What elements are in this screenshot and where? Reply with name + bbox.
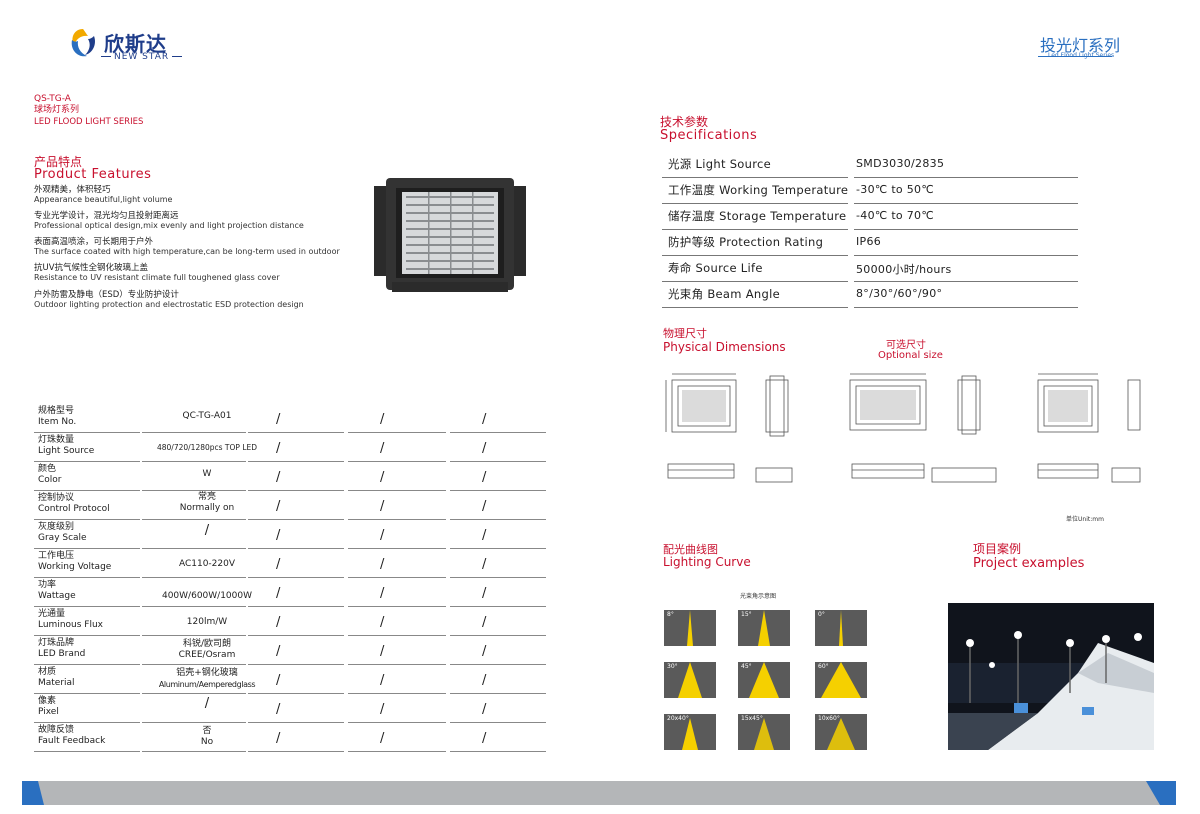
- dimensions-title-cn: 物理尺寸: [663, 327, 707, 340]
- product-name-en: LED FLOOD LIGHT SERIES: [34, 117, 144, 127]
- product-model: QS-TG-A: [34, 94, 71, 104]
- beam-angle-cell: 20x40°: [664, 714, 716, 750]
- beam-angle-cell: 60°: [815, 662, 867, 698]
- project-photo: [948, 603, 1154, 750]
- logo-icon: [66, 26, 100, 60]
- dimensions-title-en: Physical Dimensions: [663, 340, 786, 354]
- specs-title-en: Specifications: [660, 128, 758, 143]
- dimension-drawings: [662, 366, 1142, 496]
- curve-title-cn: 配光曲线图: [663, 543, 718, 556]
- beam-angle-cell: 15x45°: [738, 714, 790, 750]
- features-title-en: Product Features: [34, 167, 152, 182]
- beam-angle-cell: 45°: [738, 662, 790, 698]
- features-title-cn: 产品特点: [34, 155, 83, 169]
- beam-angle-cell: 8°: [664, 610, 716, 646]
- optional-size-en: Optional size: [878, 350, 943, 361]
- product-image: [372, 178, 528, 300]
- projects-title-en: Project examples: [973, 556, 1085, 571]
- curve-title-en: Lighting Curve: [663, 555, 751, 569]
- optional-size-cn: 可选尺寸: [886, 340, 926, 351]
- specs-title-cn: 技术参数: [660, 115, 709, 129]
- footer-bar: [22, 781, 1176, 805]
- curve-caption: 光束角示意图: [740, 593, 777, 600]
- beam-angle-cell: 30°: [664, 662, 716, 698]
- product-name-cn: 球场灯系列: [34, 105, 80, 115]
- series-subtitle: Led Flood Light Series: [1048, 52, 1115, 59]
- series-divider: [1038, 56, 1112, 57]
- logo-tagline: NEW STAR: [98, 52, 185, 62]
- beam-angle-cell: 15°: [738, 610, 790, 646]
- dimension-unit: 单位Unit:mm: [1066, 516, 1104, 523]
- spec-row: 工作温度 Working Temperature-30℃ to 50℃: [662, 178, 1078, 204]
- projects-title-cn: 项目案例: [973, 542, 1022, 556]
- beam-angle-cell: 10x60°: [815, 714, 867, 750]
- beam-angle-cell: 0°: [815, 610, 867, 646]
- spec-row: 储存温度 Storage Temperature-40℃ to 70℃: [662, 204, 1078, 230]
- series-title: 投光灯系列: [1040, 36, 1121, 55]
